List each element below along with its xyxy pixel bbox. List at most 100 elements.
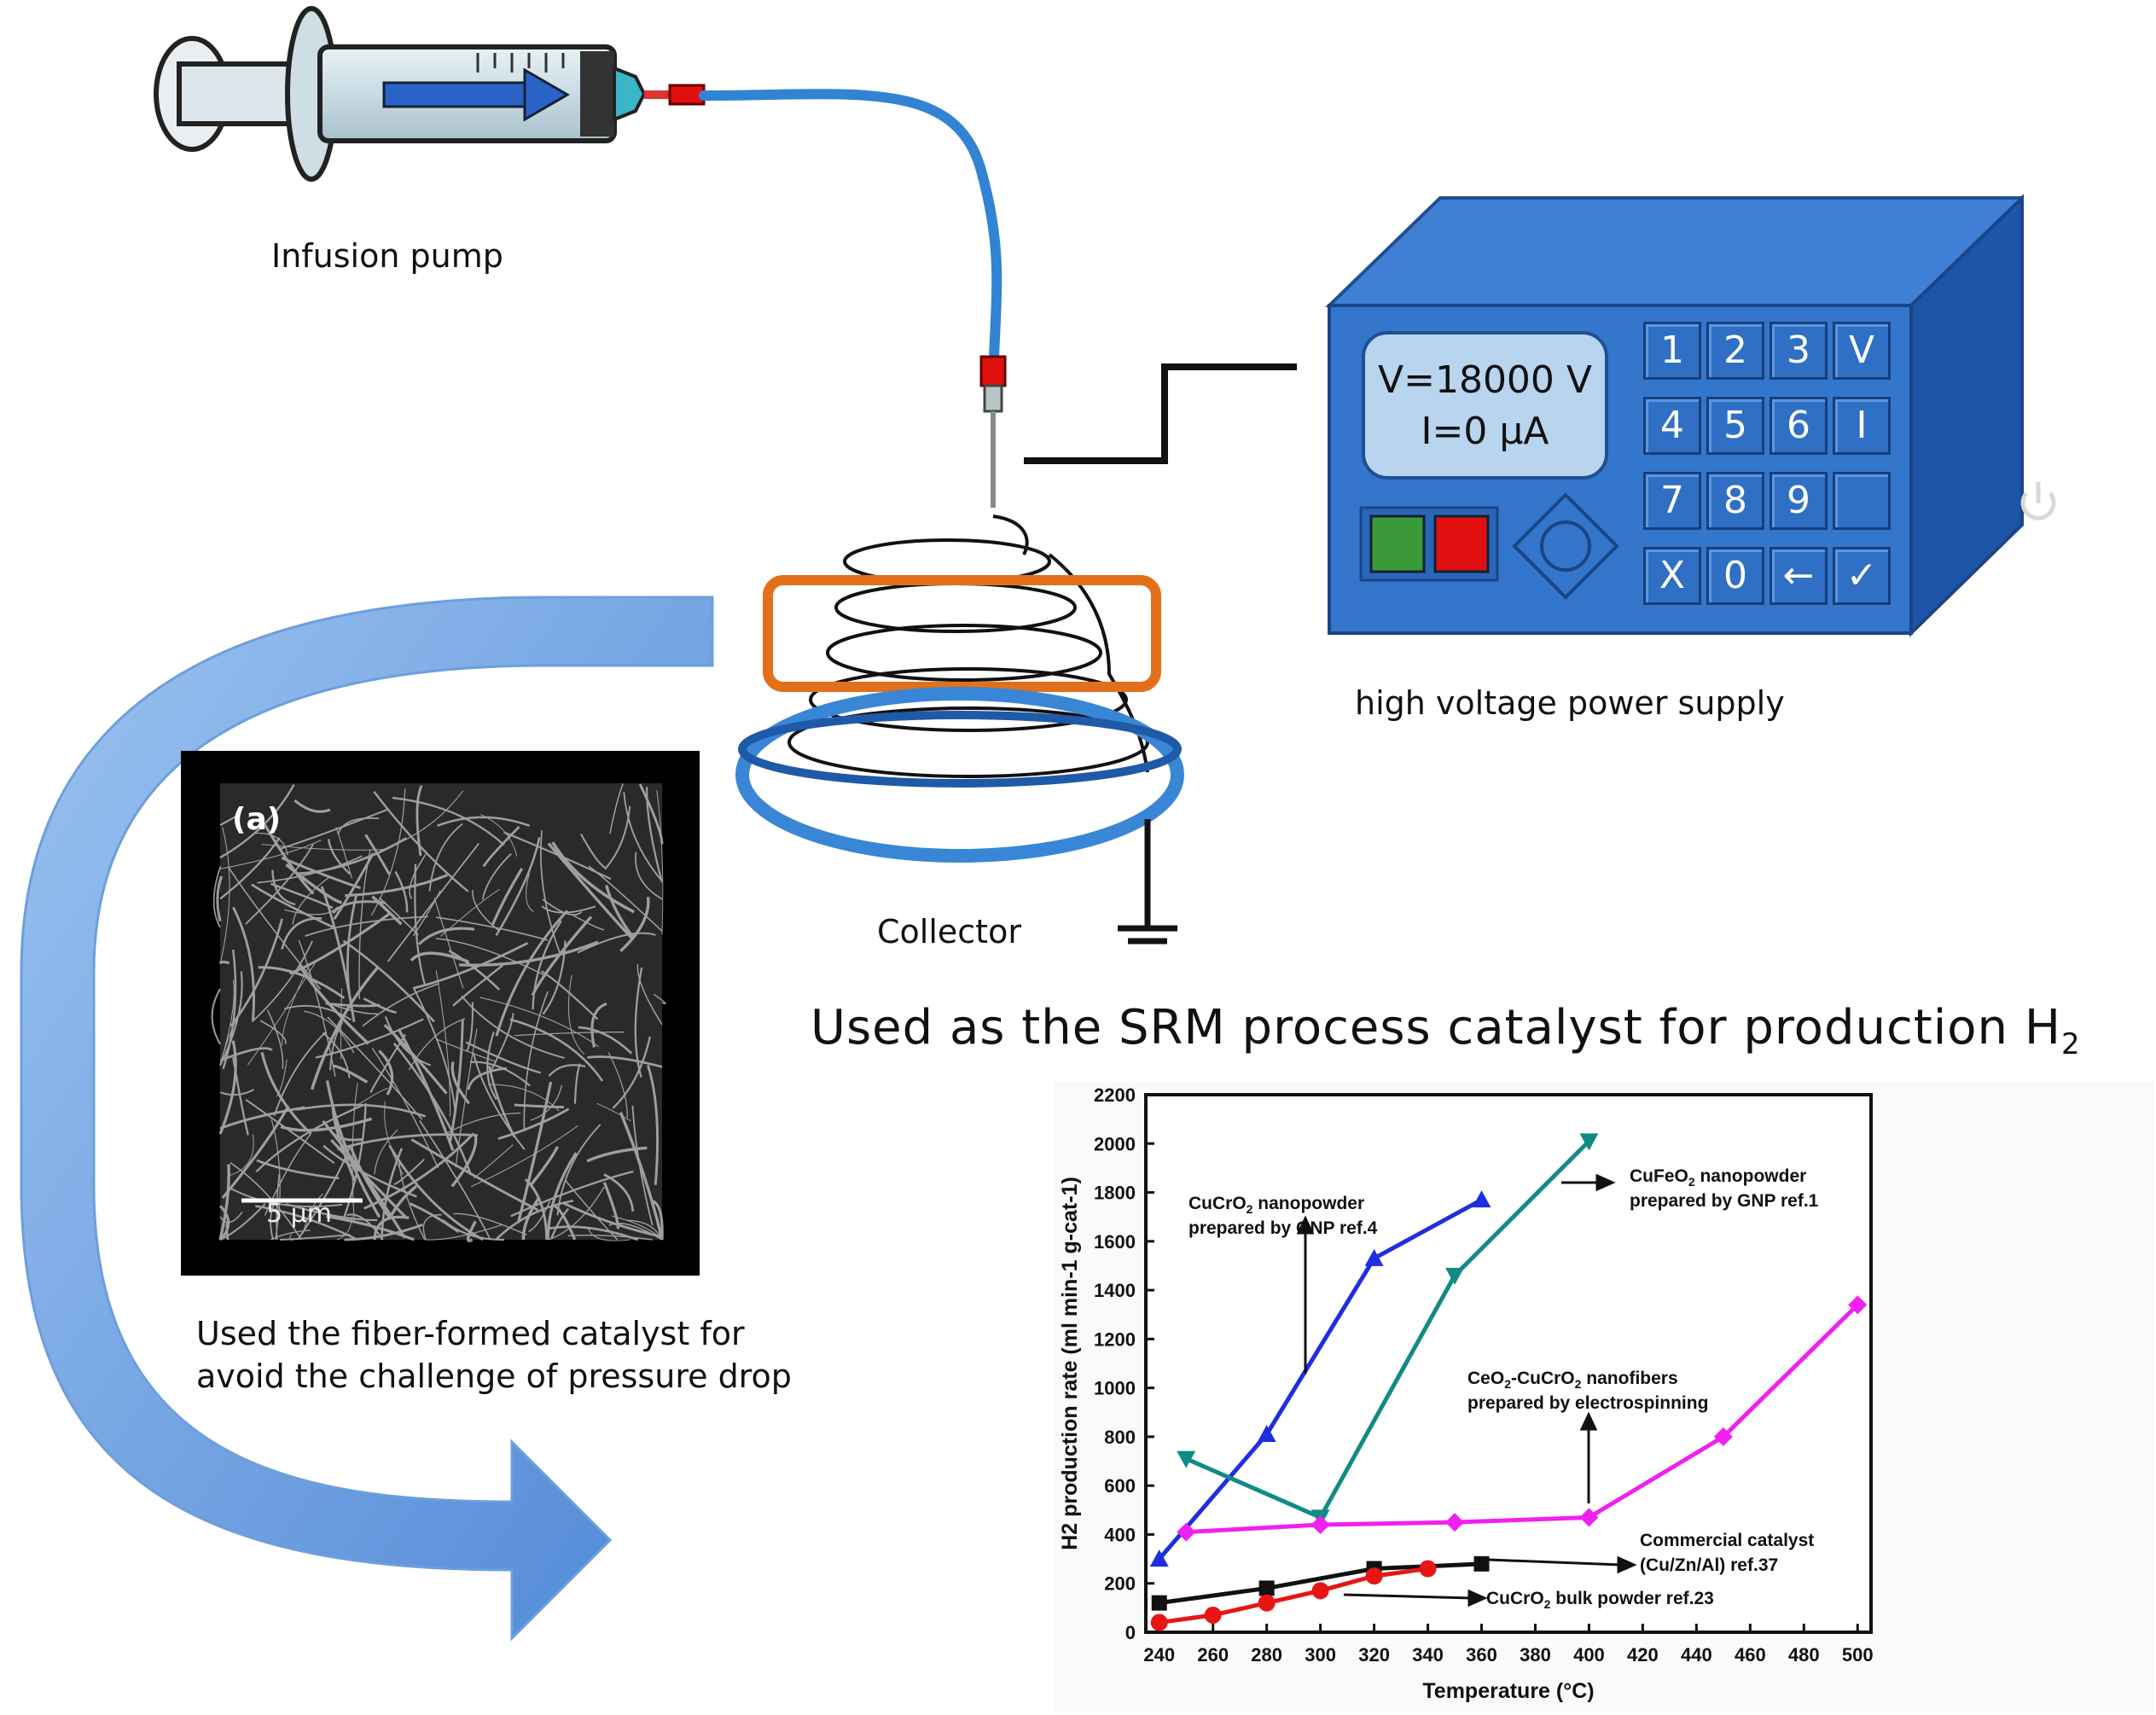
data-point-cucro2-gnp <box>1149 1549 1169 1567</box>
sem-fiber <box>619 1112 664 1241</box>
sem-image <box>181 751 700 1276</box>
sem-fiber <box>486 1031 497 1101</box>
y-tick-label: 1200 <box>1094 1328 1136 1350</box>
sem-fiber <box>255 1104 363 1172</box>
data-point-cucro2-bulk <box>1204 1606 1222 1624</box>
fiber-caption-line1: Used the fiber-formed catalyst for <box>196 1315 745 1352</box>
keypad-key-V[interactable]: V <box>1833 322 1891 380</box>
sem-fiber <box>619 897 650 953</box>
annotation-bulk: CuCrO2 bulk powder ref.23 <box>1486 1589 1714 1611</box>
keypad-key-3[interactable]: 3 <box>1770 322 1828 380</box>
sem-fiber <box>540 830 561 954</box>
infusion-pump-label: Infusion pump <box>271 237 503 275</box>
sem-fiber <box>440 888 500 937</box>
sem-fiber <box>495 910 569 1037</box>
sem-fiber <box>465 1041 542 1074</box>
keypad-key-6[interactable]: 6 <box>1770 397 1828 455</box>
sem-fiber <box>337 817 380 835</box>
sem-fiber <box>472 1052 526 1150</box>
sem-fiber <box>433 897 464 989</box>
keypad-key-✓[interactable]: ✓ <box>1833 547 1891 605</box>
sem-fiber <box>635 852 663 900</box>
annotation-ceo2-line2: prepared by electrospinning <box>1467 1393 1708 1413</box>
sem-fiber <box>219 840 322 869</box>
sem-fiber <box>259 1020 287 1044</box>
sem-fiber <box>469 1061 531 1087</box>
sem-fiber <box>530 1146 559 1186</box>
sem-fiber <box>479 997 600 1048</box>
annotation-arrowhead-cucro2 <box>1296 1215 1315 1235</box>
annotation-arrowhead-bulk <box>1467 1589 1488 1607</box>
x-tick-label: 300 <box>1305 1644 1336 1666</box>
sem-fiber <box>258 966 346 999</box>
sem-fiber <box>458 940 599 967</box>
sem-fiber <box>607 1052 628 1119</box>
y-tick-label: 2200 <box>1094 1084 1136 1106</box>
sem-fiber <box>279 1234 351 1241</box>
sem-fiber <box>323 1144 417 1198</box>
sem-fiber <box>260 1052 312 1136</box>
sem-fiber <box>230 1134 254 1176</box>
keypad-key-I[interactable]: I <box>1833 397 1891 455</box>
sem-fiber <box>453 1212 527 1235</box>
y-tick-label: 200 <box>1104 1573 1136 1595</box>
keypad-key-5[interactable]: 5 <box>1706 397 1764 455</box>
sem-fiber <box>586 1146 648 1163</box>
plot-frame <box>1144 1093 1873 1634</box>
keypad-key-blank[interactable] <box>1833 472 1891 530</box>
keypad-key-1[interactable]: 1 <box>1643 322 1701 380</box>
sem-fiber <box>410 1138 539 1212</box>
power-icon[interactable] <box>2020 482 2056 520</box>
tubing <box>699 89 1002 363</box>
sem-fiber <box>636 964 663 1026</box>
sem-fiber <box>389 1184 418 1218</box>
x-tick-label: 400 <box>1573 1644 1605 1666</box>
keypad-key-7[interactable]: 7 <box>1643 472 1701 530</box>
sem-fiber <box>448 1020 464 1144</box>
sem-fiber <box>436 1038 497 1062</box>
sem-fiber <box>491 868 524 926</box>
annotation-commercial-line1: Commercial catalyst <box>1640 1531 1814 1550</box>
annotation-arrowhead-commercial <box>1617 1555 1637 1574</box>
sem-fiber <box>656 790 664 934</box>
data-point-ceo2-cucro2 <box>1445 1513 1465 1532</box>
start-button[interactable] <box>1369 514 1426 573</box>
sem-fiber <box>363 1132 475 1210</box>
curved-arrow <box>20 596 714 1642</box>
sem-fiber <box>381 1148 404 1241</box>
sem-fiber <box>565 1180 619 1241</box>
sem-fiber <box>384 1015 432 1067</box>
sem-fiber <box>289 911 392 975</box>
keypad-key-9[interactable]: 9 <box>1770 472 1828 530</box>
keypad-key-0[interactable]: 0 <box>1706 547 1764 605</box>
sem-fiber <box>545 1225 639 1241</box>
stop-button[interactable] <box>1433 514 1490 573</box>
sem-fiber <box>414 863 426 985</box>
sem-fiber <box>495 1199 574 1241</box>
sem-fiber <box>392 796 505 846</box>
keypad-key-4[interactable]: 4 <box>1643 397 1701 455</box>
sem-fiber <box>488 1066 516 1138</box>
y-tick-label: 1600 <box>1094 1231 1136 1253</box>
annotation-ceo2-line1: CeO2-CuCrO2 nanofibers <box>1467 1369 1678 1391</box>
sem-fiber <box>396 790 464 845</box>
keypad-key-8[interactable]: 8 <box>1706 472 1764 530</box>
sem-fiber <box>603 1173 635 1212</box>
power-supply-label: high voltage power supply <box>1355 684 1785 722</box>
sem-fiber <box>596 1102 631 1122</box>
sem-fiber <box>392 1042 473 1176</box>
sem-fiber <box>572 914 605 931</box>
sem-fiber <box>435 970 451 1117</box>
sem-fiber <box>531 916 593 997</box>
fiber-caption: Used the fiber-formed catalyst for avoid… <box>196 1312 792 1398</box>
keypad-key-X[interactable]: X <box>1643 547 1701 605</box>
keypad-key-2[interactable]: 2 <box>1706 322 1764 380</box>
keypad-key-←[interactable]: ← <box>1770 547 1828 605</box>
sem-fiber <box>612 1036 651 1109</box>
sem-fiber <box>251 883 337 930</box>
sem-fiber <box>551 841 635 914</box>
data-point-ceo2-cucro2 <box>1579 1508 1599 1527</box>
x-tick-label: 340 <box>1412 1644 1444 1666</box>
sem-fiber <box>257 855 363 884</box>
sem-fiber <box>342 1103 367 1219</box>
